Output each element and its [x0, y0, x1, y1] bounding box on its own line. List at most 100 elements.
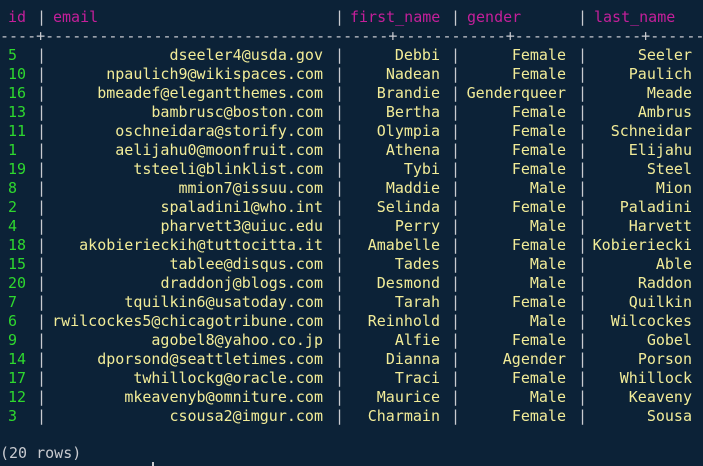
- column-divider: |: [451, 369, 461, 387]
- cell-first-name: Maurice: [376, 388, 440, 406]
- header-first-name: first_name: [350, 8, 441, 26]
- column-divider: |: [451, 8, 461, 26]
- column-divider: |: [37, 141, 47, 159]
- cell-id: 3: [8, 407, 18, 425]
- cell-gender: Male: [529, 217, 566, 235]
- header-last-name: last_name: [594, 8, 676, 26]
- cell-id: 5: [8, 46, 18, 64]
- cell-last-name: Seeler: [637, 46, 692, 64]
- cell-first-name: Tades: [394, 255, 440, 273]
- column-divider: |: [451, 407, 461, 425]
- column-divider: |: [335, 65, 345, 83]
- cell-last-name: Elijahu: [628, 141, 692, 159]
- column-divider: |: [37, 407, 47, 425]
- cell-email: spaladini1@who.int: [160, 198, 323, 216]
- cell-id: 19: [8, 160, 27, 178]
- column-divider: |: [335, 312, 345, 330]
- column-divider: |: [37, 369, 47, 387]
- cell-email: bambrusc@boston.com: [151, 103, 323, 121]
- column-divider: |: [451, 217, 461, 235]
- cell-gender: Genderqueer: [466, 84, 566, 102]
- cell-gender: Female: [511, 141, 566, 159]
- cell-email: csousa2@imgur.com: [169, 407, 323, 425]
- cell-id: 4: [8, 217, 18, 235]
- cell-last-name: Paladini: [619, 198, 692, 216]
- column-divider: |: [37, 179, 47, 197]
- cell-email: mkeavenyb@omniture.com: [124, 388, 323, 406]
- cell-id: 11: [8, 122, 27, 140]
- column-divider: |: [578, 236, 588, 254]
- cell-last-name: Able: [655, 255, 692, 273]
- cell-email: mmion7@issuu.com: [178, 179, 324, 197]
- column-divider: |: [451, 179, 461, 197]
- column-divider: |: [451, 350, 461, 368]
- cell-gender: Male: [529, 274, 566, 292]
- cell-email: dporsond@seattletimes.com: [97, 350, 323, 368]
- cell-last-name: Whillock: [619, 369, 692, 387]
- cell-email: draddonj@blogs.com: [160, 274, 323, 292]
- cell-last-name: Sousa: [646, 407, 692, 425]
- cell-email: dseeler4@usda.gov: [169, 46, 323, 64]
- cell-id: 1: [8, 141, 18, 159]
- cell-first-name: Maddie: [385, 179, 440, 197]
- cell-gender: Female: [511, 65, 566, 83]
- cell-id: 8: [8, 179, 18, 197]
- column-divider: |: [37, 293, 47, 311]
- column-divider: |: [451, 312, 461, 330]
- column-divider: |: [578, 46, 588, 64]
- terminal-cursor: [152, 462, 154, 466]
- cell-id: 16: [8, 84, 27, 102]
- cell-last-name: Steel: [646, 160, 692, 178]
- cell-email: pharvett3@uiuc.edu: [160, 217, 323, 235]
- column-divider: |: [37, 46, 47, 64]
- header-gender: gender: [467, 8, 522, 26]
- column-divider: |: [578, 179, 588, 197]
- cell-email: twhillockg@oracle.com: [133, 369, 323, 387]
- cell-gender: Male: [529, 388, 566, 406]
- column-divider: |: [335, 274, 345, 292]
- cell-first-name: Tarah: [394, 293, 440, 311]
- cell-first-name: Selinda: [376, 198, 440, 216]
- cell-gender: Male: [529, 312, 566, 330]
- cell-email: tsteeli@blinklist.com: [133, 160, 323, 178]
- column-divider: |: [578, 293, 588, 311]
- cell-first-name: Olympia: [376, 122, 440, 140]
- column-divider: |: [451, 141, 461, 159]
- column-divider: |: [578, 369, 588, 387]
- column-divider: |: [37, 388, 47, 406]
- column-divider: |: [335, 160, 345, 178]
- cell-gender: Male: [529, 179, 566, 197]
- cell-email: npaulich9@wikispaces.com: [106, 65, 323, 83]
- table-header-row: id | email | first_name | gender | last_…: [0, 8, 703, 27]
- column-divider: |: [578, 198, 588, 216]
- cell-last-name: Schneidar: [610, 122, 692, 140]
- cell-email: tablee@disqus.com: [169, 255, 323, 273]
- cell-last-name: Ambrus: [637, 103, 692, 121]
- cell-last-name: Porson: [637, 350, 692, 368]
- column-divider: |: [335, 84, 345, 102]
- column-divider: |: [335, 217, 345, 235]
- column-divider: |: [578, 84, 588, 102]
- cell-last-name: Paulich: [628, 65, 692, 83]
- column-divider: |: [37, 198, 47, 216]
- column-divider: |: [335, 122, 345, 140]
- column-divider: |: [578, 160, 588, 178]
- column-divider: |: [37, 331, 47, 349]
- cell-id: 15: [8, 255, 27, 273]
- cell-first-name: Bertha: [385, 103, 440, 121]
- column-divider: |: [37, 217, 47, 235]
- cell-id: 18: [8, 236, 27, 254]
- column-divider: |: [335, 350, 345, 368]
- cell-first-name: Tybi: [403, 160, 440, 178]
- cell-gender: Agender: [502, 350, 566, 368]
- column-divider: |: [451, 255, 461, 273]
